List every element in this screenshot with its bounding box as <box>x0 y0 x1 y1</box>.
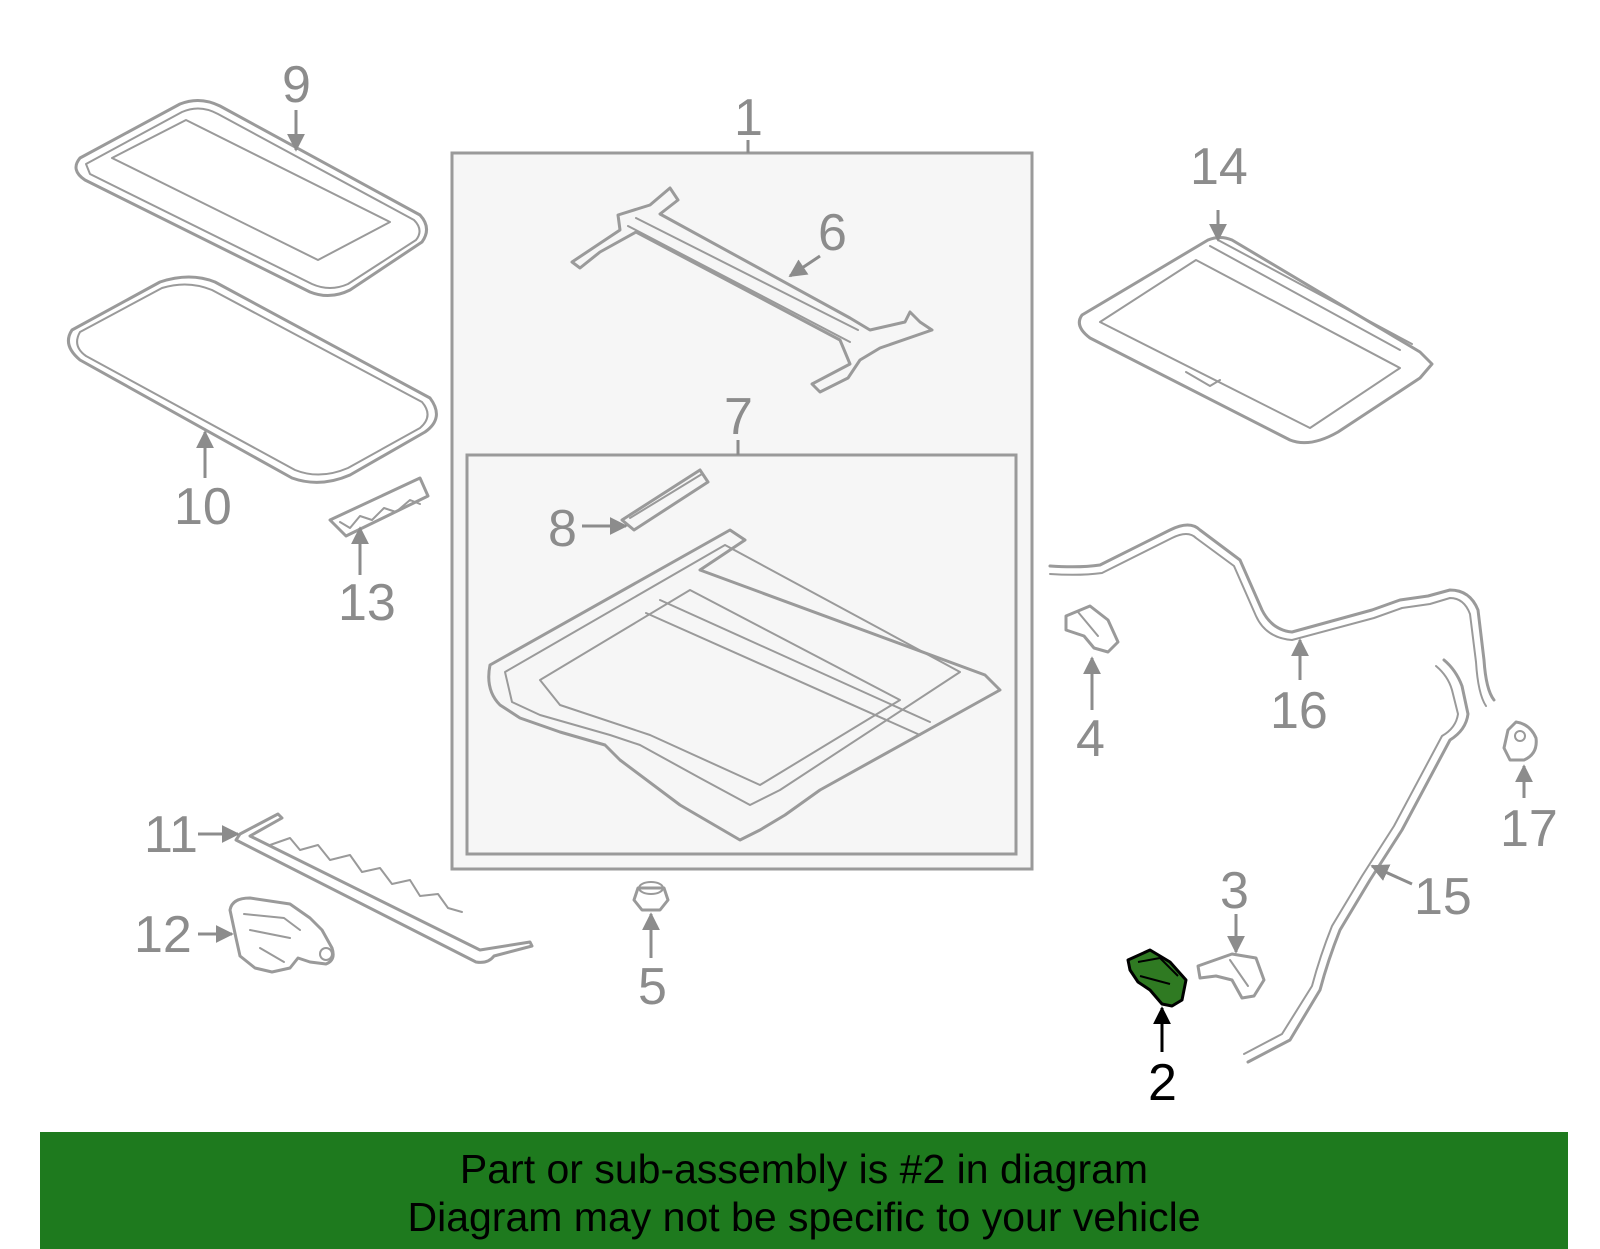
part-9-glass-panel <box>74 99 428 297</box>
callout-11: 11 <box>144 806 198 864</box>
callout-5: 5 <box>638 958 667 1016</box>
callout-3: 3 <box>1220 862 1249 920</box>
leader-lines <box>196 110 1533 1052</box>
callout-7: 7 <box>724 388 753 446</box>
callout-10: 10 <box>174 478 232 536</box>
callout-6: 6 <box>818 204 847 262</box>
callout-4: 4 <box>1076 710 1105 768</box>
part-6-cross-member <box>570 186 934 394</box>
part-8-rail <box>620 468 710 532</box>
callout-14: 14 <box>1190 138 1248 196</box>
part-4-clip <box>1064 604 1120 654</box>
part-2-highlighted-clip[interactable] <box>1126 948 1188 1008</box>
part-11-guide <box>234 812 534 964</box>
callout-9: 9 <box>282 56 311 114</box>
part-3-bracket <box>1196 952 1266 1000</box>
part-16-hose <box>1048 523 1496 707</box>
info-banner: Part or sub-assembly is #2 in diagram Di… <box>40 1132 1568 1249</box>
callout-8: 8 <box>548 500 577 558</box>
part-10-seal <box>66 275 438 484</box>
callout-17: 17 <box>1500 800 1558 858</box>
part-12-motor <box>228 896 335 974</box>
part-14-shade <box>1077 236 1434 445</box>
banner-line-1: Part or sub-assembly is #2 in diagram <box>459 1146 1149 1192</box>
part-13-bracket <box>328 476 430 538</box>
banner-line-2: Diagram may not be specific to your vehi… <box>407 1194 1201 1240</box>
part-7-frame <box>487 528 1002 842</box>
callout-16: 16 <box>1270 682 1328 740</box>
part-15-hose <box>1243 658 1470 1064</box>
callout-labels: 1 2 3 4 5 6 7 8 9 10 11 12 13 14 15 16 1… <box>134 56 1558 1112</box>
part-17-fitting <box>1502 720 1538 762</box>
callout-15: 15 <box>1414 868 1472 926</box>
callout-1: 1 <box>734 89 763 147</box>
part-5-grommet <box>632 881 670 912</box>
callout-13: 13 <box>338 574 396 632</box>
callout-12: 12 <box>134 906 192 964</box>
callout-2: 2 <box>1148 1054 1177 1112</box>
